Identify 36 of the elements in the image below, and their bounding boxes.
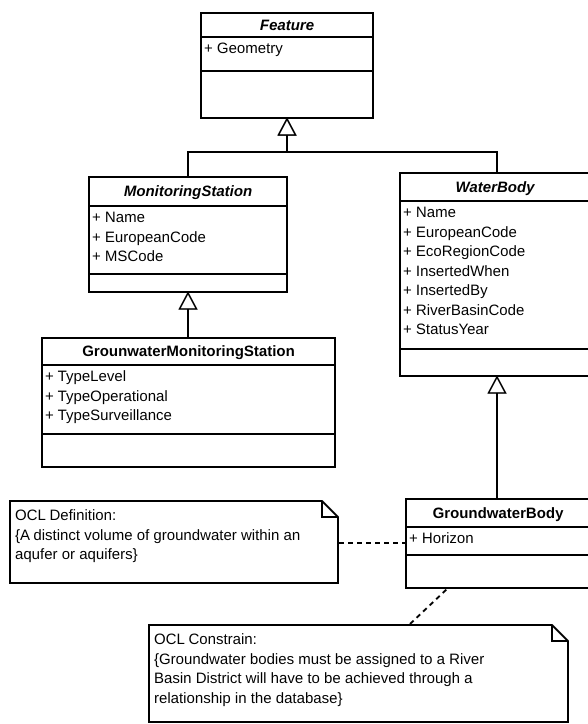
class-attribute: + RiverBasinCode xyxy=(403,300,526,320)
note-heading: OCL Definition: xyxy=(15,506,118,526)
class-attribute: + Geometry xyxy=(204,39,284,58)
class-attribute: + InsertedBy xyxy=(403,281,489,300)
class-attribute: + StatusYear xyxy=(403,320,490,340)
class-attribute: + Name xyxy=(92,208,146,228)
generalization-arrow xyxy=(488,376,506,498)
class-name: Feature xyxy=(202,14,372,38)
generalization-arrow xyxy=(278,118,498,172)
class-box xyxy=(405,498,588,589)
class-box xyxy=(41,337,336,468)
class-name: GroundwaterBody xyxy=(407,500,588,528)
generalization-arrow xyxy=(178,292,198,337)
class-attribute: + TypeLevel xyxy=(45,367,128,386)
class-attribute: + EuropeanCode xyxy=(92,228,207,247)
class-attribute: + TypeOperational xyxy=(45,386,169,406)
class-name: WaterBody xyxy=(401,174,588,202)
class-box xyxy=(200,12,374,119)
class-attribute: + EcoRegionCode xyxy=(403,242,526,262)
note-text: {A distinct volume of groundwater within an aqufer or aquifers} xyxy=(15,526,302,564)
note-box xyxy=(148,624,569,723)
class-attribute: + Name xyxy=(403,203,457,222)
note-text: {Groundwater bodies must be assigned to a River Basin District will have to be achieved through a relationship in the database} xyxy=(154,650,486,708)
note-connector xyxy=(409,588,448,625)
note-box xyxy=(9,500,339,584)
class-attribute: + Horizon xyxy=(409,529,475,548)
class-name: GrounwaterMonitoringStation xyxy=(43,339,334,366)
class-name: MonitoringStation xyxy=(90,178,286,207)
class-box xyxy=(88,176,288,293)
class-attribute: + TypeSurveillance xyxy=(45,406,173,426)
class-box xyxy=(399,172,588,377)
class-attribute: + EuropeanCode xyxy=(403,222,518,242)
class-attribute: + InsertedWhen xyxy=(403,262,510,281)
note-connector xyxy=(339,542,405,544)
class-attribute: + MSCode xyxy=(92,247,164,266)
note-heading: OCL Constrain: xyxy=(154,630,258,650)
